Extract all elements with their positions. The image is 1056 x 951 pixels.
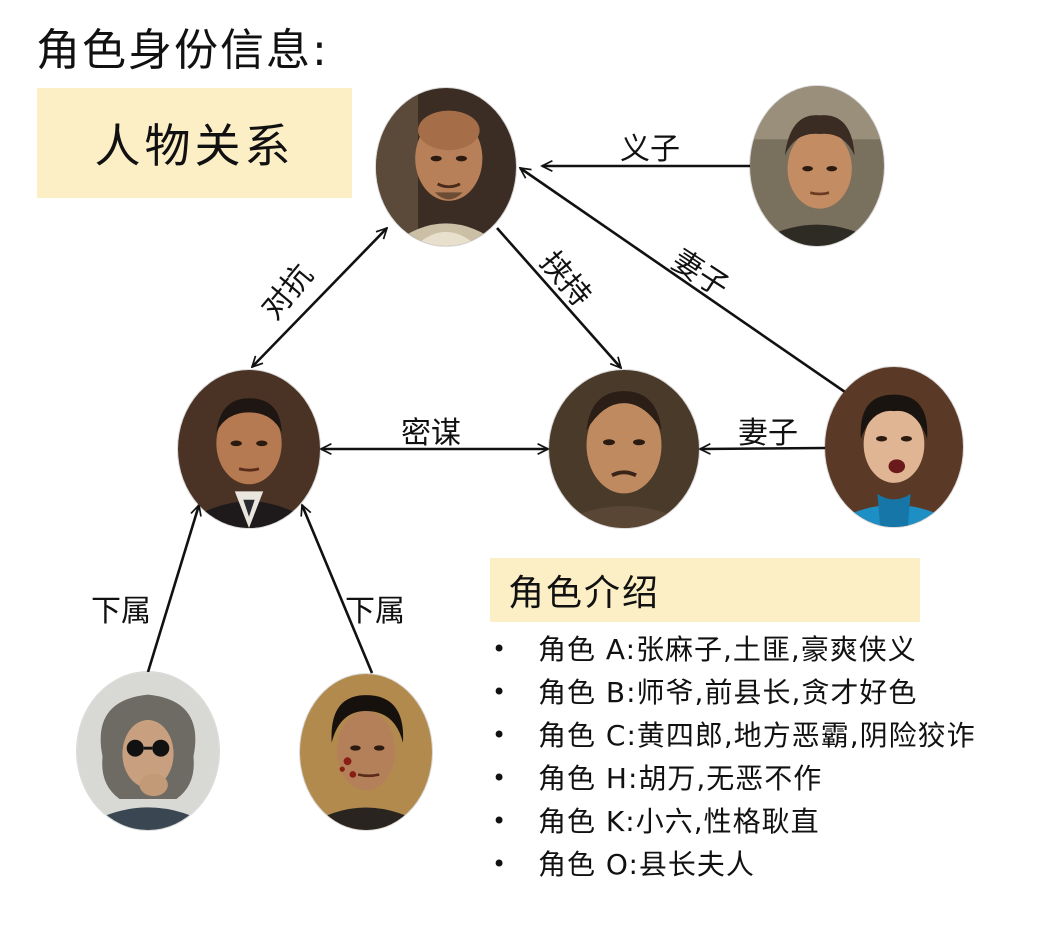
intro-heading: 角色介绍 (508, 573, 661, 614)
page-title: 角色身份信息: (36, 25, 329, 76)
portrait-young-man-icon (750, 86, 884, 246)
list-item: 角色 H:胡万,无恶不作 (488, 757, 1048, 800)
portrait-man-with-queue-icon (549, 370, 699, 528)
edge-label-subordinate-mid: 下属 (345, 594, 405, 629)
relations-heading: 人物关系 (94, 119, 295, 173)
portrait-woman-in-qipao-icon (825, 367, 963, 527)
portrait-bald-man-icon (376, 88, 516, 246)
edge-label-wife-center: 妻子 (738, 416, 798, 451)
edge-label-conspire: 密谋 (401, 416, 461, 451)
edge-confront-arrow (252, 228, 387, 367)
portrait-bloodied-man-icon (300, 674, 432, 830)
list-item: 角色 C:黄四郎,地方恶霸,阴险狡诈 (488, 714, 1048, 757)
edge-subordinate-mid-arrow (302, 505, 374, 674)
relations-heading-box: 人物关系 (37, 88, 352, 198)
edge-subordinate-left-arrow (146, 505, 199, 673)
intro-heading-box: 角色介绍 (490, 558, 920, 622)
portrait-man-with-sunglasses-icon (77, 672, 219, 830)
edge-wife-center-arrow (700, 448, 826, 449)
portrait-man-in-suit-icon (178, 370, 320, 528)
edge-label-subordinate-left: 下属 (91, 594, 151, 629)
list-item: 角色 B:师爷,前县长,贪才好色 (488, 671, 1048, 714)
edge-label-adopted-son: 义子 (620, 132, 680, 167)
edge-wife-top-arrow (520, 168, 846, 394)
list-item: 角色 A:张麻子,土匪,豪爽侠义 (488, 628, 1048, 671)
role-list: 角色 A:张麻子,土匪,豪爽侠义 角色 B:师爷,前县长,贪才好色 角色 C:黄… (488, 628, 1048, 886)
list-item: 角色 O:县长夫人 (488, 843, 1048, 886)
list-item: 角色 K:小六,性格耿直 (488, 800, 1048, 843)
edge-hostage-arrow (496, 227, 621, 368)
